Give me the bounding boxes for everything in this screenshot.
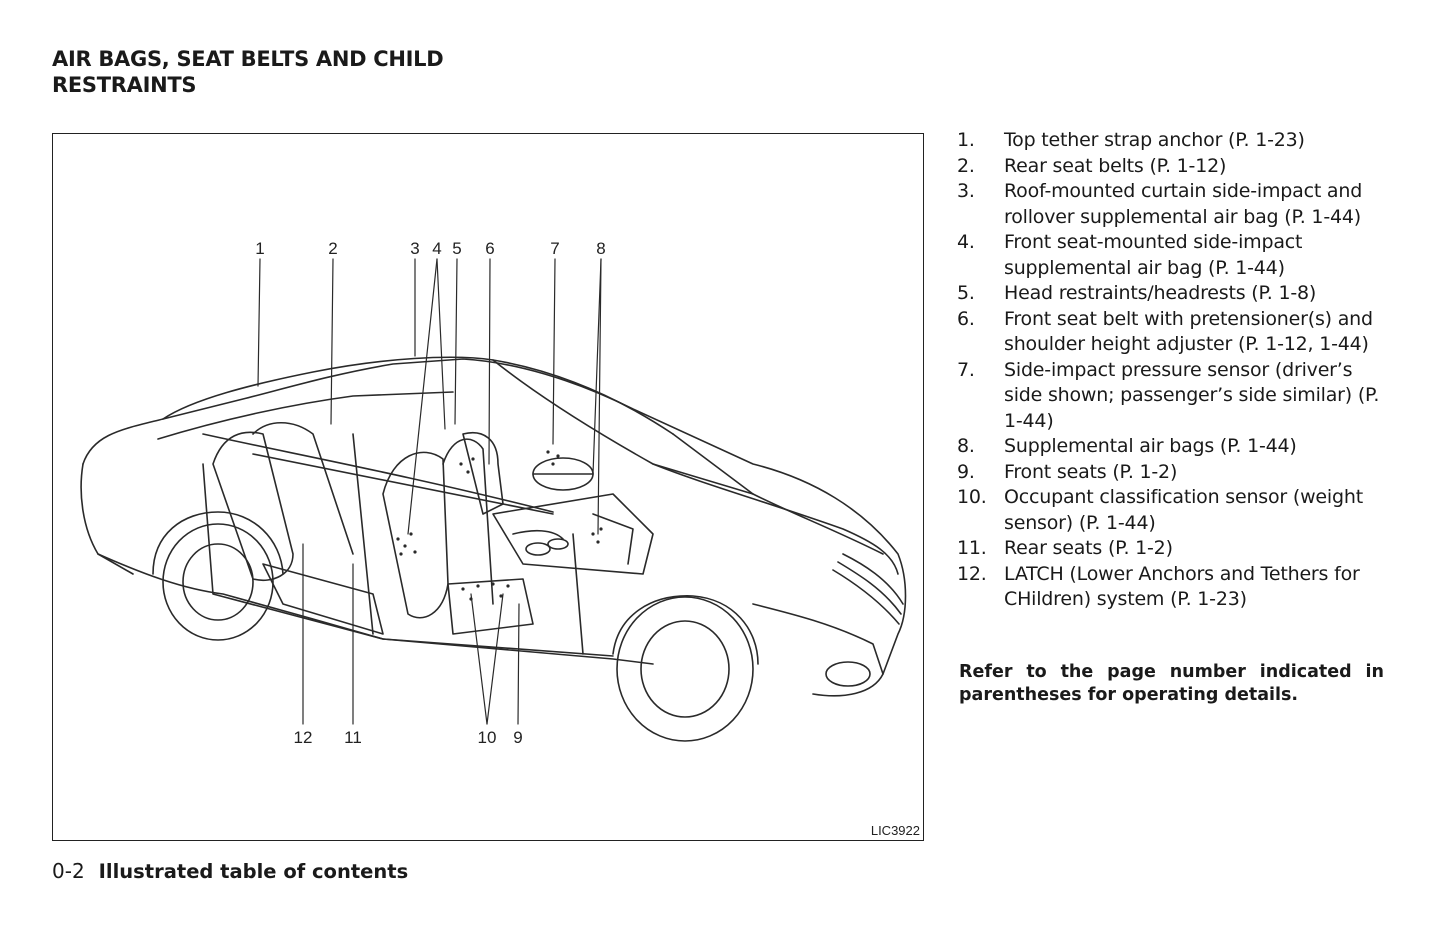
- legend-item: 10.Occupant classification sensor (weigh…: [957, 486, 1363, 534]
- section-title: AIR BAGS, SEAT BELTS AND CHILD RESTRAINT…: [52, 47, 444, 97]
- legend-item: 6.Front seat belt with pretensioner(s) a…: [957, 307, 1373, 356]
- legend-item: 5.Head restraints/headrests (P. 1-8): [957, 282, 1317, 304]
- car-line-drawing: [80, 258, 907, 742]
- legend-item: 8.Supplemental air bags (P. 1-44): [957, 435, 1297, 457]
- legend-list: 1.Top tether strap anchor (P. 1-23) 2.Re…: [957, 128, 1387, 613]
- figure-code: LIC3922: [870, 823, 920, 838]
- callout-1: 1: [255, 239, 265, 258]
- callout-6: 6: [485, 239, 495, 258]
- car-illustration-figure: 1 2 3 4 5 6 7 8 12 11 10 9 LIC3922: [52, 133, 924, 841]
- callout-8: 8: [596, 239, 606, 258]
- legend-item: 2.Rear seat belts (P. 1-12): [957, 154, 1227, 177]
- callout-7: 7: [550, 239, 560, 258]
- page-number: 0-2: [52, 859, 85, 883]
- callout-2: 2: [328, 239, 338, 258]
- legend-item: 7.Side-impact pressure sensor (driver’s …: [957, 358, 1380, 432]
- callout-4: 4: [432, 239, 442, 258]
- callout-11: 11: [344, 728, 362, 747]
- callout-9: 9: [513, 728, 523, 747]
- legend-item: 4.Front seat-mounted side-impact supplem…: [957, 231, 1303, 279]
- footer-title: Illustrated table of contents: [98, 860, 409, 883]
- callout-3: 3: [410, 239, 420, 258]
- legend-item: 1.Top tether strap anchor (P. 1-23): [957, 129, 1305, 151]
- callout-5: 5: [452, 239, 462, 258]
- legend-item: 11.Rear seats (P. 1-2): [957, 537, 1173, 559]
- legend-item: 9.Front seats (P. 1-2): [957, 460, 1178, 483]
- callout-12: 12: [293, 728, 313, 747]
- page-footer: 0-2 Illustrated table of contents: [52, 859, 408, 883]
- callout-10: 10: [477, 728, 497, 747]
- legend-item: 3.Roof-mounted curtain side-impact and r…: [957, 180, 1363, 228]
- legend-item: 12.LATCH (Lower Anchors and Tethers for …: [957, 562, 1360, 611]
- operating-details-note: Refer to the page number indicated in pa…: [959, 662, 1384, 705]
